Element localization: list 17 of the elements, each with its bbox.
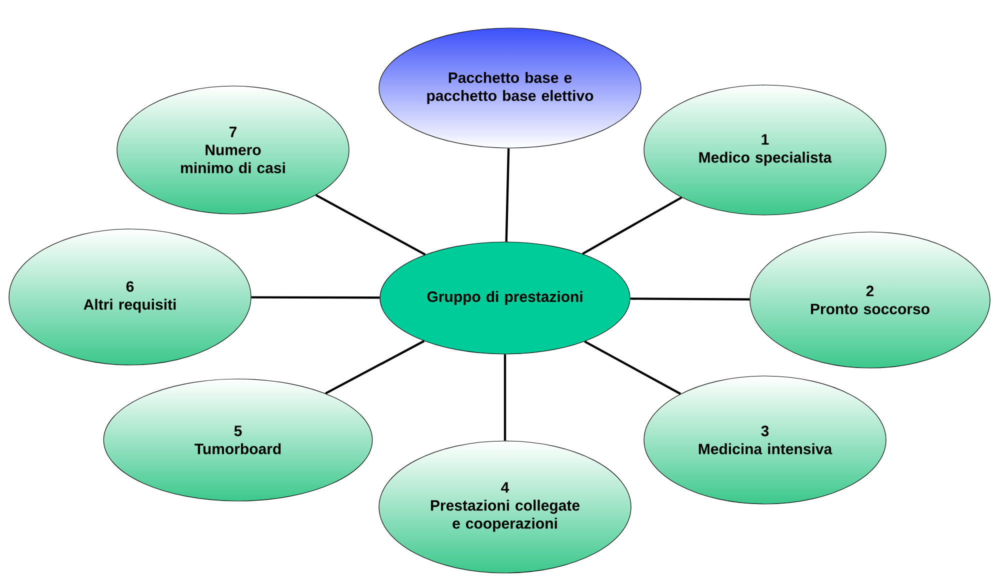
ellipse-node: 6 Altri requisiti	[8, 228, 252, 366]
connector-line	[582, 196, 682, 255]
connector-line	[315, 194, 426, 256]
ellipse-node: 5 Tumorboard	[103, 378, 373, 502]
connector-line	[504, 354, 506, 441]
ellipse-node: 3 Medicina intensiva	[644, 376, 886, 504]
connector-line	[505, 148, 510, 242]
ellipse-node: 1 Medico specialista	[644, 84, 886, 216]
ellipse-node: 7 Numero minimo di casi	[116, 86, 350, 214]
ellipse-node: Pacchetto base e pacchetto base elettivo	[378, 28, 642, 148]
ellipse-node: Gruppo di prestazioni	[380, 242, 630, 354]
connector-line	[630, 298, 750, 300]
connector-line	[584, 340, 682, 395]
connector-line	[251, 296, 380, 299]
connector-line	[325, 340, 425, 394]
ellipse-node: 4 Prestazioni collegate e cooperazioni	[378, 440, 632, 574]
ellipse-node: 2 Pronto soccorso	[750, 232, 990, 368]
